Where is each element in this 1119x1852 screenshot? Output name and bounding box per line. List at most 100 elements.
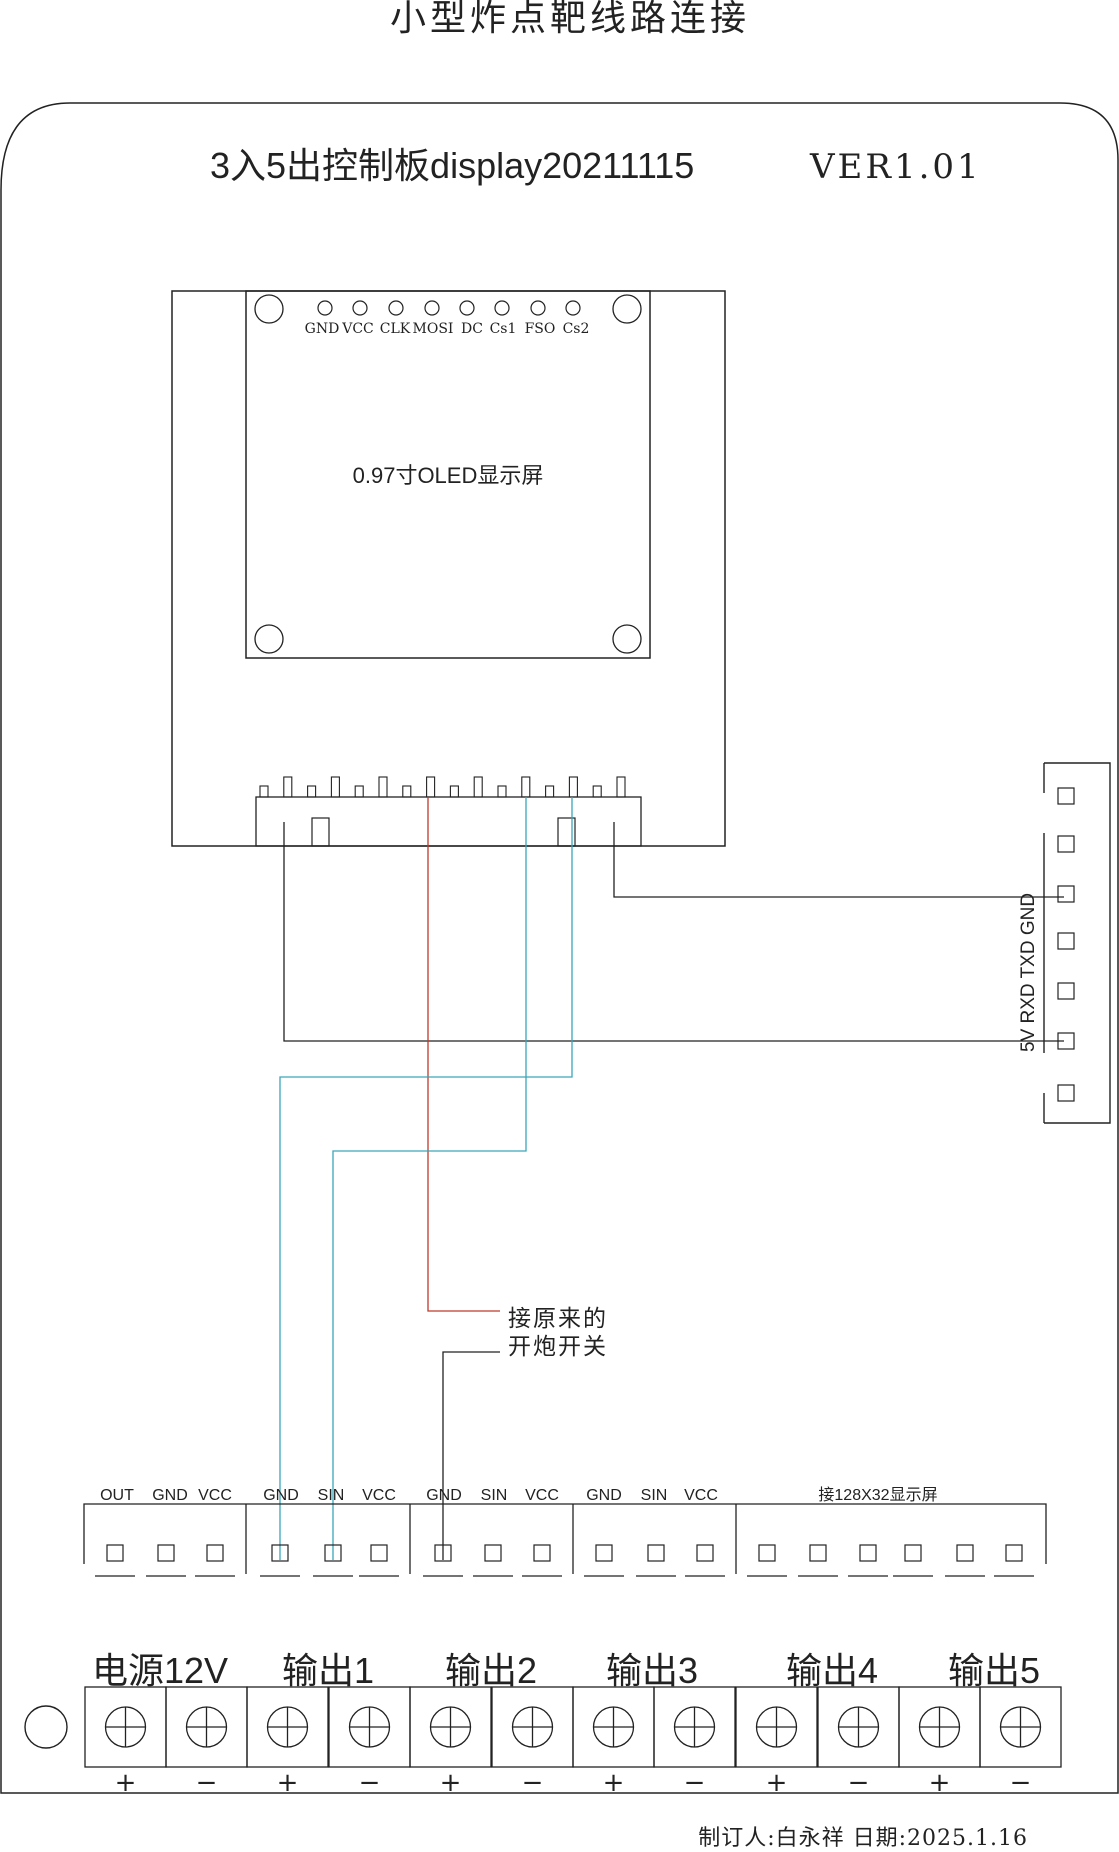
serial-pin-pad [1057, 835, 1075, 853]
terminal-label: 输出5 [948, 1650, 1040, 1691]
connector-pin [449, 785, 459, 798]
wires-red [427, 797, 500, 1312]
polarity-label: − [196, 1768, 218, 1798]
terminal-labels: 电源12V 输出1 输出2 输出3 输出4 输出5 [92, 1650, 1040, 1691]
board-title: 3入5出控制板display20211115 [210, 145, 694, 186]
header-outline [83, 1503, 1047, 1564]
oled-module-outline [171, 290, 726, 847]
serial-header-outline [1043, 762, 1111, 1124]
oled-pin-label: GND [305, 321, 340, 337]
polarity-label: + [603, 1768, 625, 1798]
terminal-box [735, 1686, 818, 1768]
mounting-hole-icon [254, 624, 284, 654]
mounting-hole-icon [612, 624, 642, 654]
display-header-label: 接128X32显示屏 [818, 1486, 937, 1504]
serial-pin-pad [1057, 932, 1075, 950]
connector-pin [568, 776, 578, 798]
note-line1: 接原来的 [508, 1305, 608, 1331]
wires-cyan [279, 797, 573, 1560]
connector-pin [497, 785, 507, 798]
header-pin-label: GND [586, 1487, 622, 1504]
oled-pin-label: VCC [341, 321, 374, 337]
header-pin-pad [106, 1544, 124, 1562]
header-pin-pad [157, 1544, 175, 1562]
connector-latch [557, 817, 576, 847]
terminal-label: 输出2 [445, 1650, 537, 1691]
wire-5v [283, 822, 1064, 1042]
header-pin-pad [434, 1544, 452, 1562]
polarity-label: + [929, 1768, 951, 1798]
connector-pin [473, 776, 483, 798]
board-version: VER1.01 [809, 147, 982, 187]
polarity-label: − [522, 1768, 544, 1798]
header-pin-label: VCC [198, 1487, 232, 1504]
header-pin-label: GND [426, 1487, 462, 1504]
oled-pin-label: Cs2 [563, 321, 590, 337]
oled-label: 0.97寸OLED显示屏 [353, 463, 544, 488]
ribbon-connector [255, 776, 642, 847]
oled-pin-label: Cs1 [490, 321, 517, 337]
header-pin-pad [324, 1544, 342, 1562]
header-pin-pad [1005, 1544, 1023, 1562]
pin-hole-icon [317, 300, 333, 316]
connector-pin [402, 785, 412, 798]
pin-hole-icon [494, 300, 510, 316]
connector-pin [283, 776, 293, 798]
terminal-box [409, 1686, 492, 1768]
header-pin-label: VCC [362, 1487, 396, 1504]
pin-hole-icon [352, 300, 368, 316]
polarity-label: + [115, 1768, 137, 1798]
footer-credit: 制订人:白永祥 日期:2025.1.16 [698, 1826, 1028, 1851]
connector-pin [521, 776, 531, 798]
connector-pin [354, 785, 364, 798]
header-pin-pad [758, 1544, 776, 1562]
polarity-label: − [1010, 1768, 1032, 1798]
terminal-label: 输出3 [606, 1650, 698, 1691]
wire-cyan-sin [332, 797, 527, 1560]
header-pin-pad [271, 1544, 289, 1562]
note-line2: 开炮开关 [508, 1333, 608, 1359]
wire-switch [442, 1351, 500, 1560]
header-pin-pad [956, 1544, 974, 1562]
header-pin-pad [696, 1544, 714, 1562]
header-pin-label: GND [152, 1487, 188, 1504]
terminal-box [653, 1686, 736, 1768]
serial-header: 5V RXD TXD GND [1018, 762, 1111, 1124]
wires-black [283, 822, 1064, 1560]
header-pin-label: VCC [525, 1487, 559, 1504]
polarity-label: + [277, 1768, 299, 1798]
mounting-hole-icon [254, 294, 284, 324]
connector-latch [311, 817, 330, 847]
terminal-label: 电源12V [92, 1650, 228, 1691]
oled-pins: GND VCC CLK MOSI DC Cs1 FSO Cs2 [305, 300, 590, 337]
polarity-label: − [359, 1768, 381, 1798]
connector-pin [378, 776, 388, 798]
wire-cyan-gnd [279, 797, 573, 1560]
connector-pin [307, 785, 317, 798]
header-pin-pad [859, 1544, 877, 1562]
header-labels: OUT GND VCC GND SIN VCC GND SIN VCC GND … [100, 1486, 937, 1504]
header-pin-label: SIN [481, 1487, 508, 1504]
polarity-label: − [684, 1768, 706, 1798]
header-pin-pad [647, 1544, 665, 1562]
header-pin-pad [595, 1544, 613, 1562]
terminal-label: 输出4 [786, 1650, 878, 1691]
oled-pin-label: FSO [525, 321, 556, 337]
wire-gnd [613, 822, 1064, 898]
oled-panel [245, 290, 651, 659]
header-pin-pad [809, 1544, 827, 1562]
terminal-box [246, 1686, 329, 1768]
header-pin-pad [206, 1544, 224, 1562]
connector-pin [330, 776, 340, 798]
serial-label: 5V RXD TXD GND [1018, 893, 1039, 1052]
pin-hole-icon [565, 300, 581, 316]
mounting-hole-icon [612, 294, 642, 324]
board-outline [0, 102, 1119, 1794]
pin-hole-icon [530, 300, 546, 316]
oled-pin-label: CLK [380, 321, 411, 337]
header-pin-label: GND [263, 1487, 299, 1504]
polarity-label: − [848, 1768, 870, 1798]
pin-hole-icon [459, 300, 475, 316]
serial-pin-pad [1057, 1084, 1075, 1102]
